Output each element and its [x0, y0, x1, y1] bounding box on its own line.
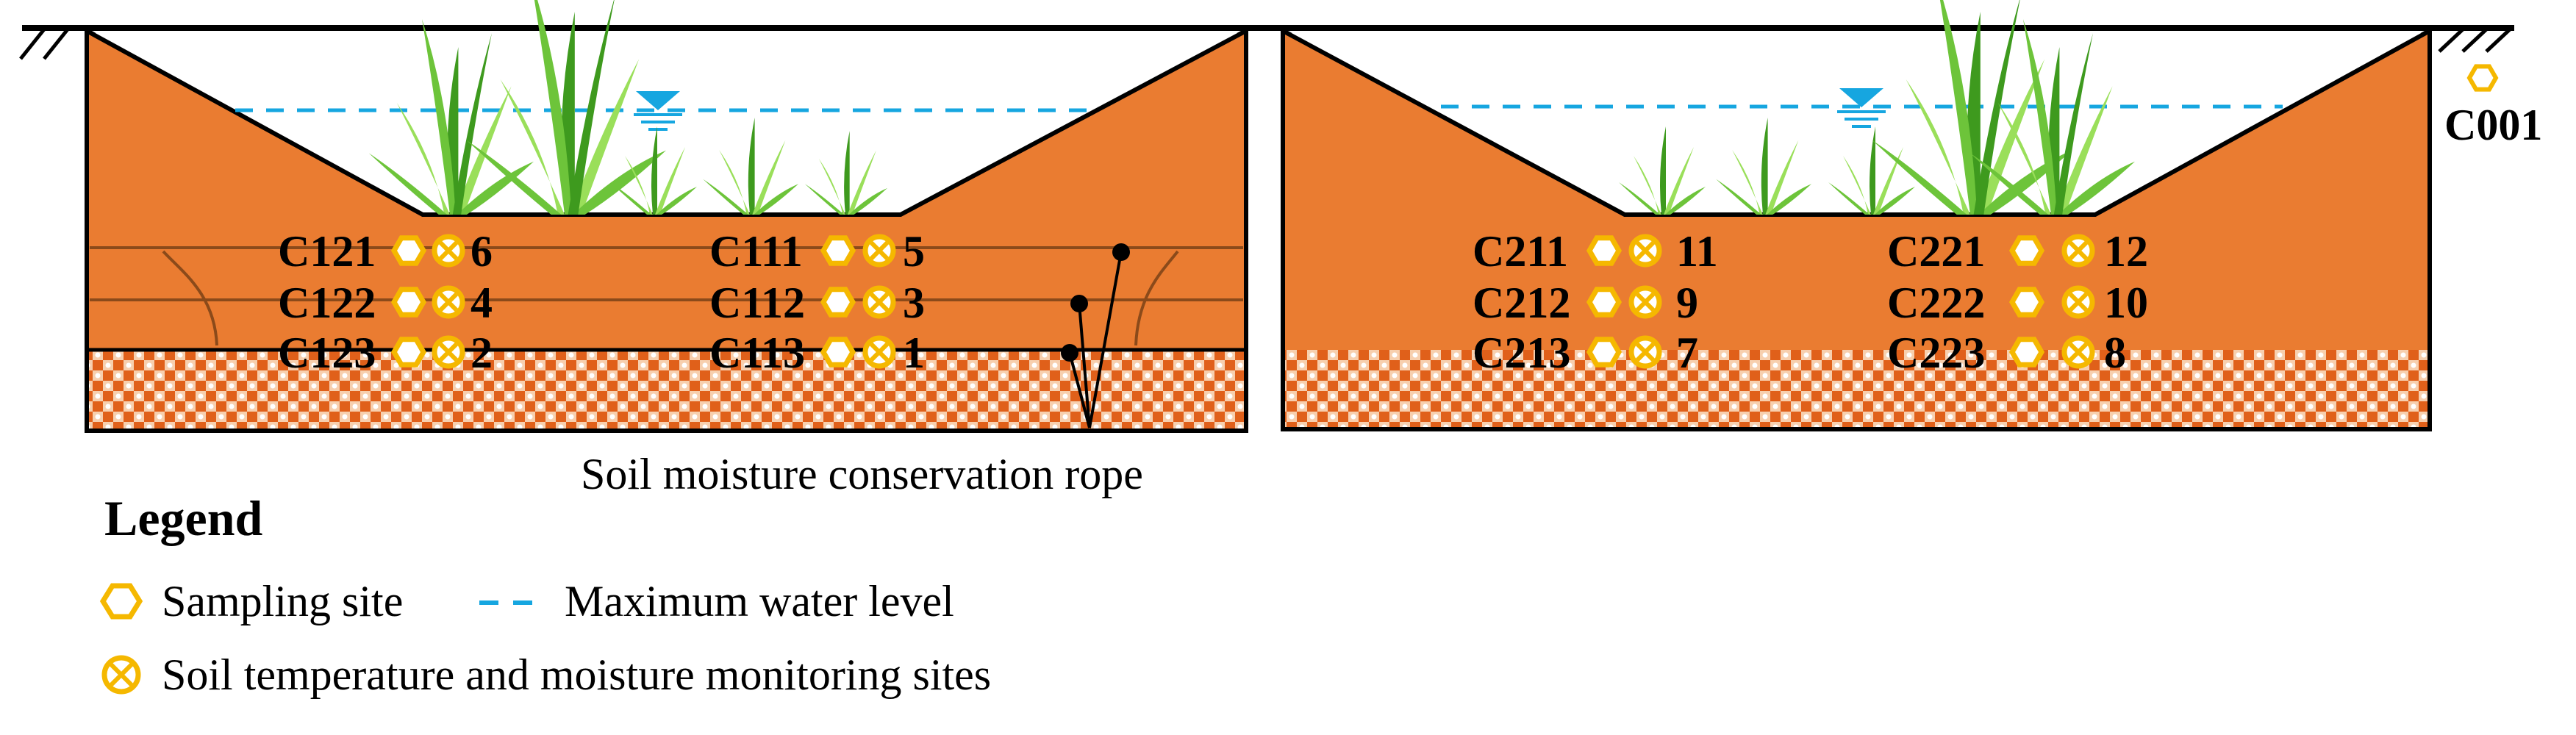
monitoring-site-icon [432, 335, 465, 369]
legend: Legend Sampling site Maximum water level… [99, 490, 991, 699]
left-soil-body [87, 31, 1246, 350]
monitoring-number: 7 [1676, 329, 1698, 377]
site-label-c211: C211 [1473, 227, 1568, 276]
sampling-site-icon [390, 337, 427, 368]
site-label-c111: C111 [709, 227, 803, 276]
plant [610, 126, 697, 215]
rope-caption: Soil moisture conservation rope [581, 450, 1143, 498]
monitoring-number: 9 [1676, 279, 1698, 327]
site-group-c12x: C121 C122 C123 6 4 2 [278, 227, 493, 377]
site-label-c122: C122 [278, 279, 376, 327]
sampling-site-icon [820, 235, 856, 266]
left-plants [368, 0, 887, 215]
monitoring-site-icon [2061, 335, 2095, 369]
plant [466, 0, 666, 215]
site-label-c221: C221 [1887, 227, 1985, 276]
plant [1716, 118, 1811, 215]
monitoring-number: 3 [903, 279, 925, 327]
left-water-level-symbol [634, 91, 682, 131]
monitoring-site-icon [862, 335, 896, 369]
sampling-site-icon [2008, 235, 2045, 266]
monitoring-number: 12 [2104, 227, 2148, 276]
right-plants [1619, 0, 2135, 215]
sampling-site-icon [820, 337, 856, 368]
site-label-c113: C113 [709, 329, 805, 377]
plant [1619, 126, 1706, 215]
monitoring-site-icon [432, 234, 465, 268]
site-label-c112: C112 [709, 279, 805, 327]
monitoring-site-icon [2061, 234, 2095, 268]
site-label-c213: C213 [1473, 329, 1570, 377]
plant [703, 118, 798, 215]
plant [368, 18, 534, 215]
monitoring-number: 1 [903, 329, 925, 377]
sampling-site-icon [820, 287, 856, 318]
monitoring-number: 10 [2104, 279, 2148, 327]
plant [1969, 18, 2135, 215]
monitoring-site-icon [1628, 335, 1662, 369]
sampling-site-icon [1586, 235, 1622, 266]
right-soil-body [1283, 31, 2430, 350]
right-channel [1281, 0, 2432, 431]
left-channel [85, 0, 1248, 433]
legend-sampling-site-icon [99, 583, 143, 620]
legend-water-level-label: Maximum water level [565, 577, 954, 625]
ground-hatch-left [19, 28, 69, 60]
site-label-c223: C223 [1887, 329, 1985, 377]
monitoring-number: 5 [903, 227, 925, 276]
legend-monitoring-site-label: Soil temperature and moisture monitoring… [162, 650, 991, 699]
monitoring-site-icon [862, 234, 896, 268]
ground-hatch-right [2438, 28, 2511, 53]
monitoring-number: 8 [2104, 329, 2126, 377]
sampling-site-icon [2008, 287, 2045, 318]
site-group-c22x: C221 C222 C223 12 10 8 [1887, 227, 2148, 377]
monitoring-number: 2 [471, 329, 493, 377]
monitoring-site-icon [2061, 285, 2095, 319]
site-group-c21x: C211 C212 C213 11 9 7 [1473, 227, 1718, 377]
right-water-level-symbol [1837, 88, 1886, 128]
sampling-site-icon [1586, 337, 1622, 368]
sampling-site-icon [390, 235, 427, 266]
right-gravel-layer [1283, 350, 2430, 429]
monitoring-site-icon [432, 285, 465, 319]
site-label-c212: C212 [1473, 279, 1570, 327]
monitoring-site-icon [1628, 285, 1662, 319]
monitoring-number: 6 [471, 227, 493, 276]
plant [804, 131, 887, 215]
monitoring-site-icon [1628, 234, 1662, 268]
plant [1872, 0, 2072, 215]
sampling-site-icon [2466, 64, 2499, 92]
monitoring-number: 4 [471, 279, 493, 327]
plant [1828, 126, 1915, 215]
monitoring-number: 11 [1676, 227, 1718, 276]
monitoring-site-icon [862, 285, 896, 319]
reference-site: C001 [2444, 64, 2542, 149]
right-water-area [1288, 31, 2425, 215]
legend-title: Legend [104, 490, 263, 546]
legend-sampling-site-label: Sampling site [162, 577, 403, 625]
site-label-c121: C121 [278, 227, 376, 276]
site-label-c123: C123 [278, 329, 376, 377]
site-group-c11x: C111 C112 C113 5 3 1 [709, 227, 925, 377]
sampling-site-icon [390, 287, 427, 318]
left-gravel-layer [87, 350, 1246, 431]
sampling-site-icon [1586, 287, 1622, 318]
right-channel-bank [1281, 29, 2431, 217]
legend-monitoring-site-icon [101, 655, 141, 695]
site-label-c222: C222 [1887, 279, 1985, 327]
rope-anchor-points [1061, 243, 1130, 362]
site-label-c001: C001 [2444, 101, 2542, 149]
sampling-site-icon [2008, 337, 2045, 368]
left-soil-layer-lines [90, 246, 1243, 346]
soil-moisture-rope [1068, 251, 1123, 429]
